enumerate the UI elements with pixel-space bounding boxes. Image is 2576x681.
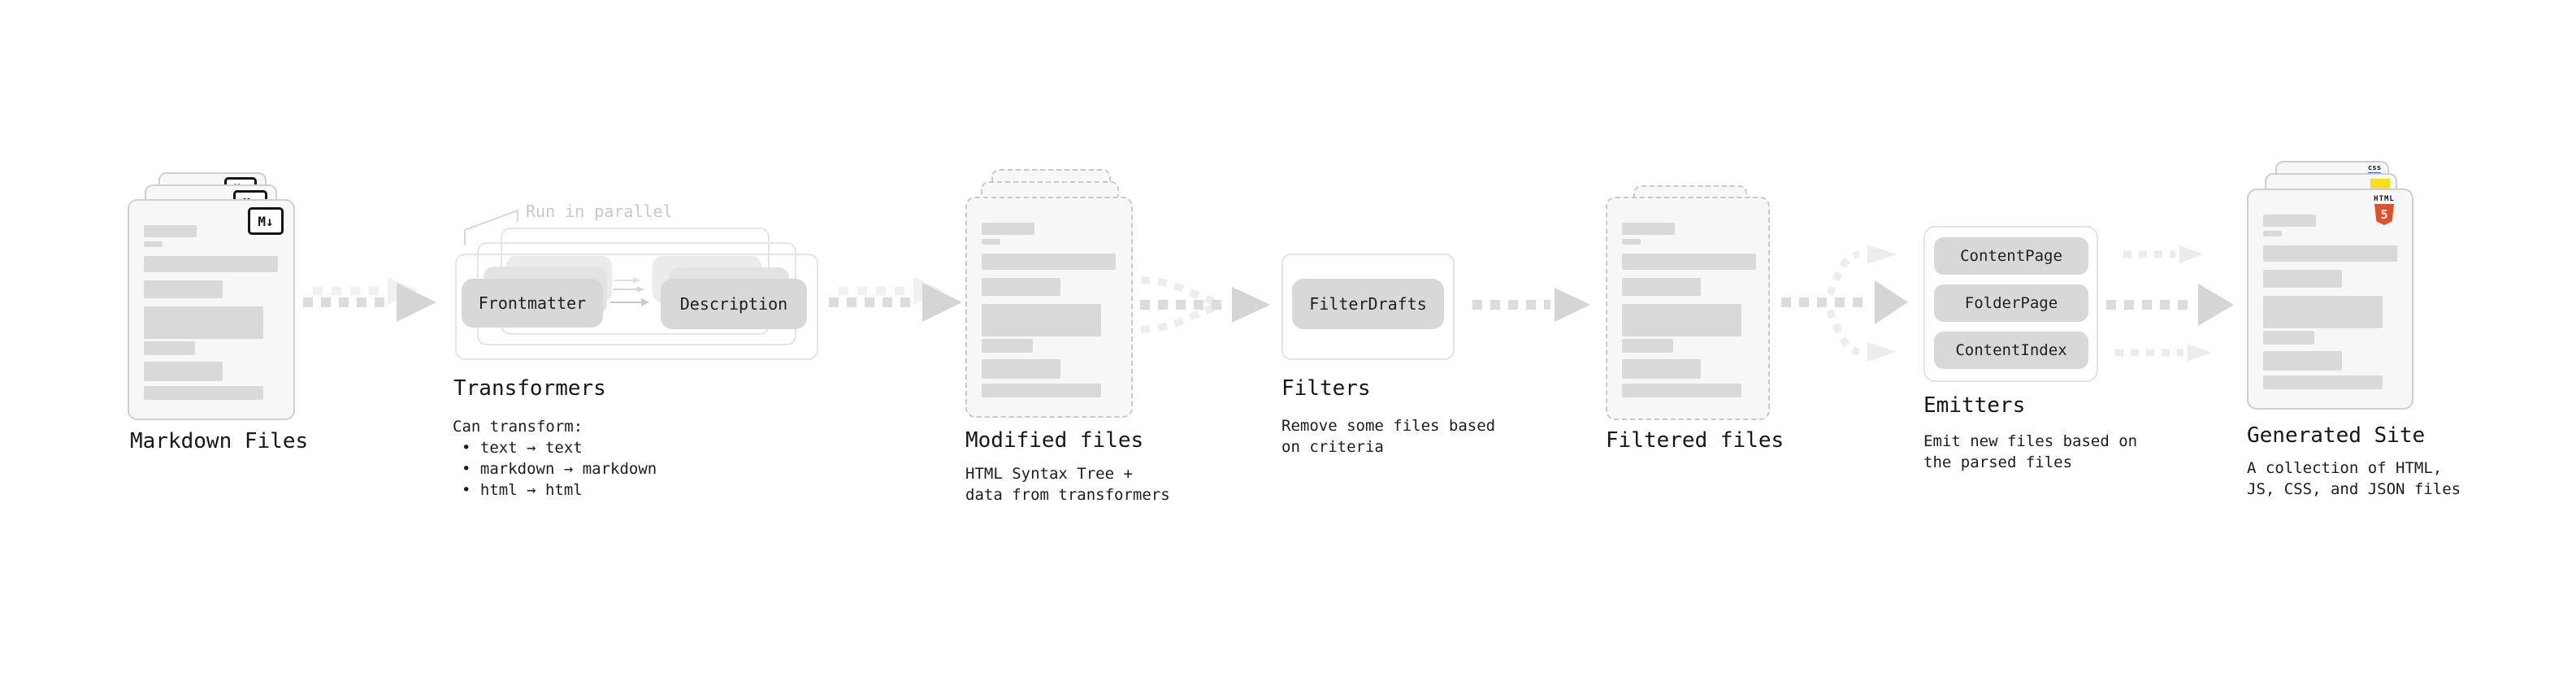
stage-description-transformers: Can transform: • text → text • markdown … (453, 416, 657, 501)
skeleton-bar (1622, 384, 1741, 397)
stage-title-filters: Filters (1281, 376, 1371, 401)
skeleton-bar (1622, 254, 1756, 270)
skeleton-bar (1622, 239, 1641, 245)
html5-icon-shield: 5 (2374, 204, 2394, 225)
emitter-box-label: FolderPage (1964, 294, 2058, 312)
skeleton-bar (144, 306, 263, 339)
skeleton-bar (2263, 245, 2397, 262)
html5-icon-label: HTML (2374, 195, 2395, 203)
skeleton-bar (1622, 304, 1741, 336)
markdown-icon: M↓ (248, 207, 284, 235)
stage-description-modified-files: HTML Syntax Tree + data from transformer… (965, 463, 1170, 505)
parallel-annotation: Run in parallel (526, 202, 673, 221)
description-line: the parsed files (1923, 453, 2073, 471)
skeleton-bar (1622, 278, 1701, 296)
skeleton-bar (2263, 331, 2314, 345)
stage-title-transformers: Transformers (453, 376, 606, 401)
description-line: HTML Syntax Tree + (965, 465, 1133, 483)
description-line: on criteria (1281, 438, 1384, 456)
document-card-front: HTML 5 (2247, 189, 2413, 410)
transformer-box-label: Description (679, 294, 788, 314)
skeleton-bar (144, 386, 263, 400)
flow-arrow-filtered-to-emitters (1781, 245, 1908, 362)
emitter-box-label: ContentIndex (1955, 341, 2067, 359)
skeleton-bar (1622, 223, 1675, 235)
stage-title-emitters: Emitters (1923, 393, 2026, 418)
css-icon-label: css (2367, 164, 2382, 172)
skeleton-bar (982, 239, 1000, 245)
markdown-icon-glyph: M↓ (258, 213, 274, 229)
stage-title-markdown-files: Markdown Files (130, 429, 309, 453)
skeleton-bar (2263, 270, 2342, 288)
document-card-front (1606, 197, 1770, 420)
description-line: A collection of HTML, (2247, 459, 2443, 477)
document-card-front (965, 197, 1133, 418)
skeleton-bar (144, 280, 223, 298)
emitter-box-folderpage: FolderPage (1934, 284, 2088, 322)
description-line: Emit new files based on (1923, 432, 2138, 450)
description-line: Can transform: (453, 418, 583, 436)
skeleton-bar (2263, 375, 2383, 389)
flow-arrow-emitters-to-generated (2106, 245, 2234, 362)
filter-box-filterdrafts: FilterDrafts (1292, 279, 1444, 329)
skeleton-bar (144, 341, 195, 355)
skeleton-bar (2263, 215, 2316, 227)
emitter-box-label: ContentPage (1960, 247, 2062, 265)
stage-description-filters: Remove some files based on criteria (1281, 415, 1495, 458)
flow-arrow-modified-to-filters (1140, 276, 1270, 333)
bullet-item: • markdown → markdown (462, 460, 657, 478)
stage-description-emitters: Emit new files based on the parsed files (1923, 431, 2137, 473)
skeleton-bar (982, 254, 1116, 270)
emitter-box-contentpage: ContentPage (1934, 237, 2088, 275)
transformer-box-frontmatter: Frontmatter (462, 279, 603, 327)
skeleton-bar (144, 256, 278, 272)
transformer-box-description: Description (661, 279, 807, 329)
bullet-item: • html → html (462, 481, 583, 499)
description-line: Remove some files based (1281, 417, 1496, 435)
skeleton-bar (144, 241, 163, 247)
annotation-leader-line (464, 209, 518, 245)
flow-arrow-transformers-to-modified (829, 277, 962, 322)
description-line: JS, CSS, and JSON files (2247, 480, 2461, 498)
skeleton-bar (144, 362, 223, 381)
skeleton-bar (982, 384, 1101, 397)
html5-icon: HTML 5 (2366, 195, 2402, 225)
description-line: data from transformers (965, 486, 1170, 504)
skeleton-bar (982, 278, 1060, 296)
stage-title-generated-site: Generated Site (2247, 423, 2426, 448)
stage-title-modified-files: Modified files (965, 428, 1144, 453)
stage-description-generated-site: A collection of HTML, JS, CSS, and JSON … (2247, 458, 2461, 500)
skeleton-bar (1622, 339, 1673, 353)
skeleton-bar (2263, 231, 2282, 236)
transformer-box-label: Frontmatter (478, 293, 587, 313)
stage-title-filtered-files: Filtered files (1606, 428, 1785, 453)
flow-arrow-filters-to-filtered (1472, 288, 1590, 322)
flow-arrow-markdown-to-transformers (303, 277, 436, 322)
skeleton-bar (982, 339, 1033, 353)
skeleton-bar (982, 359, 1060, 379)
parallel-mini-arrows (610, 277, 649, 306)
skeleton-bar (982, 304, 1101, 336)
document-card-front: M↓ (128, 199, 295, 420)
skeleton-bar (1622, 359, 1701, 379)
html5-icon-number: 5 (2380, 207, 2388, 222)
bullet-item: • text → text (462, 439, 583, 457)
skeleton-bar (2263, 351, 2342, 371)
emitter-box-contentindex: ContentIndex (1934, 332, 2088, 369)
skeleton-bar (144, 225, 197, 237)
filter-box-label: FilterDrafts (1309, 294, 1427, 314)
skeleton-bar (2263, 296, 2383, 328)
skeleton-bar (982, 223, 1034, 235)
parallel-container-front (455, 254, 818, 360)
